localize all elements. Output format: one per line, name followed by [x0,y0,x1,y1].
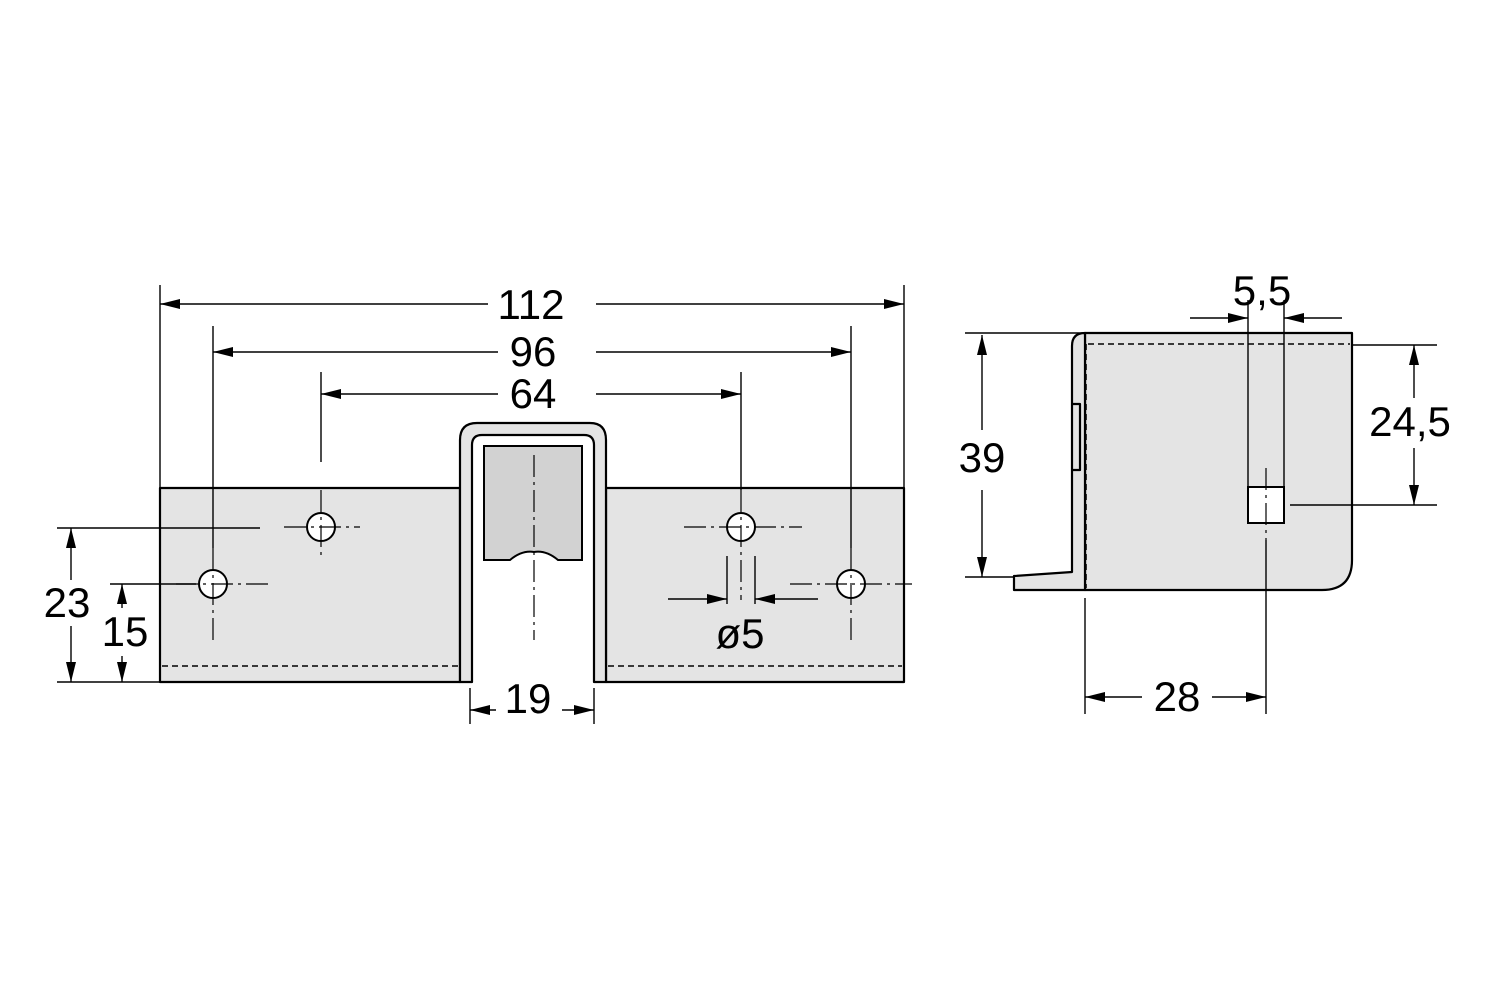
dim-slot-offset-back: 28 [1154,673,1201,720]
dim-inner-hole-spacing: 64 [510,370,557,417]
side-flange [1012,331,1087,592]
dim-hole-diameter: ø5 [715,610,764,657]
side-extension-lines [965,300,1437,714]
side-body [1083,331,1354,592]
front-extension-lines [57,285,905,724]
u-channel [458,421,608,684]
dim-slot-width: 5,5 [1233,267,1291,314]
dim-upper-hole-height: 23 [44,579,91,626]
dim-channel-width: 19 [505,675,552,722]
side-back-step [1072,402,1082,472]
dim-slot-offset-top: 24,5 [1369,398,1451,445]
front-dimension-lines [66,299,904,715]
hole-center-lines [176,490,912,640]
side-dimension-lines [977,313,1419,702]
channel-tab [483,445,583,561]
side-view: 5,5 39 24,5 28 [959,267,1451,720]
dim-lower-hole-height: 15 [102,608,149,655]
dim-overall-width: 112 [498,281,565,328]
dim-side-height: 39 [959,434,1006,481]
dim-outer-hole-spacing: 96 [510,328,557,375]
front-view: 112 96 64 19 ø5 23 15 [44,281,912,724]
